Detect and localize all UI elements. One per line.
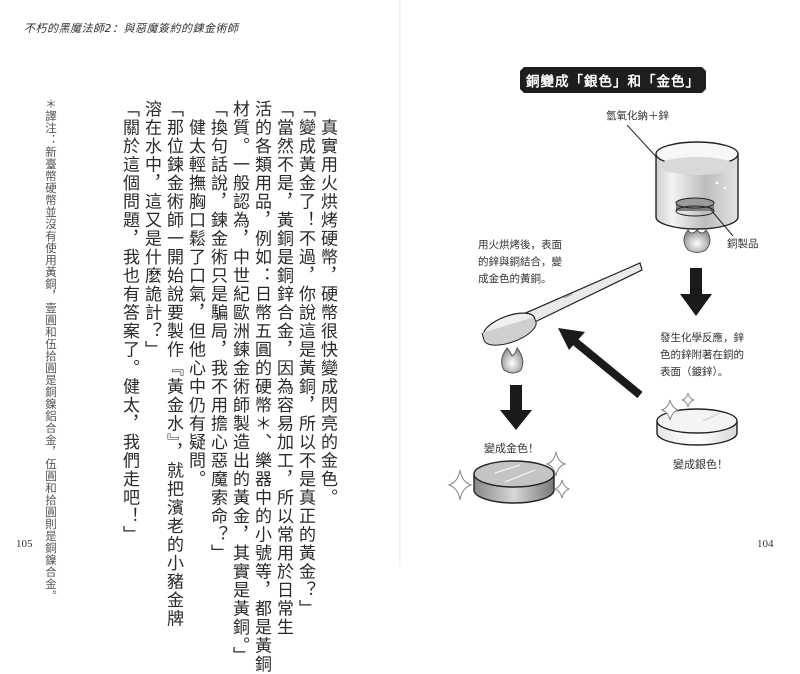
gold-coin-icon	[447, 451, 571, 504]
text-column: 真實用火烘烤硬幣，硬幣很快變成閃亮的金色。	[317, 100, 337, 508]
text-column: 健太輕撫胸口鬆了口氣，但他心中仍有疑問。	[185, 100, 205, 489]
solution-label: 氫氧化鈉＋鋅	[606, 110, 669, 122]
turns-silver-label: 變成銀色！	[673, 458, 728, 471]
arrow-down-icon	[500, 385, 532, 430]
text-column: 「關於這個問題，我也有答案了。健太，我們走吧！」	[119, 100, 139, 544]
text-column: 活的各類用品，例如：日幣五圓的硬幣＊、樂器中的小號等，都是黃銅	[251, 100, 271, 674]
running-head: 不朽的黑魔法師2：與惡魔簽約的鍊金術師	[24, 22, 239, 35]
copper-item-label: 銅製品	[727, 238, 759, 250]
page-number-left: 105	[16, 538, 33, 550]
diagram-title: 銅變成「銀色」和「金色」	[520, 67, 706, 93]
silver-coin-icon	[656, 392, 738, 446]
footnote: ＊譯注：新臺幣硬幣並沒有使用黃銅，壹圓和伍拾圓是銅鎳鋁合金，伍圓和拾圓則是銅鎳合…	[44, 98, 58, 602]
tweezers-icon	[481, 262, 643, 346]
text-column: 「變成黃金了！不過，你說這是黃銅，所以不是真正的黃金？」	[295, 100, 315, 618]
text-column: 材質。一般認為，中世紀歐洲鍊金術師製造出的黃金，其實是黃銅。」	[229, 100, 249, 665]
heating-label: 用火烘烤後，表面 的鋅與銅結合，變 成金色的黃銅。	[478, 239, 562, 285]
beaker-icon	[626, 124, 739, 253]
book-gutter	[399, 0, 401, 567]
arrow-down-icon	[680, 268, 712, 316]
arrow-diagonal-icon	[558, 328, 643, 399]
text-column: 「當然不是，黃銅是銅鋅合金，因為容易加工，所以常用於日常生	[273, 100, 293, 637]
page-number-right: 104	[757, 538, 774, 550]
text-column: 「換句話說，鍊金術只是騙局，我不用擔心惡魔索命？」	[207, 100, 227, 563]
text-column: 「那位鍊金術師一開始說要製作『黃金水』，就把濱老的小豬金牌	[163, 100, 183, 628]
text-column: 溶在水中，這又是什麼詭計？」	[141, 100, 161, 359]
reaction-label: 發生化學反應，鋅 色的鋅附著在銅的 表面（鍍鋅）。	[660, 332, 744, 378]
flame-icon	[501, 346, 524, 374]
diagram-illustration	[447, 124, 739, 504]
turns-gold-label: 變成金色！	[484, 442, 539, 455]
